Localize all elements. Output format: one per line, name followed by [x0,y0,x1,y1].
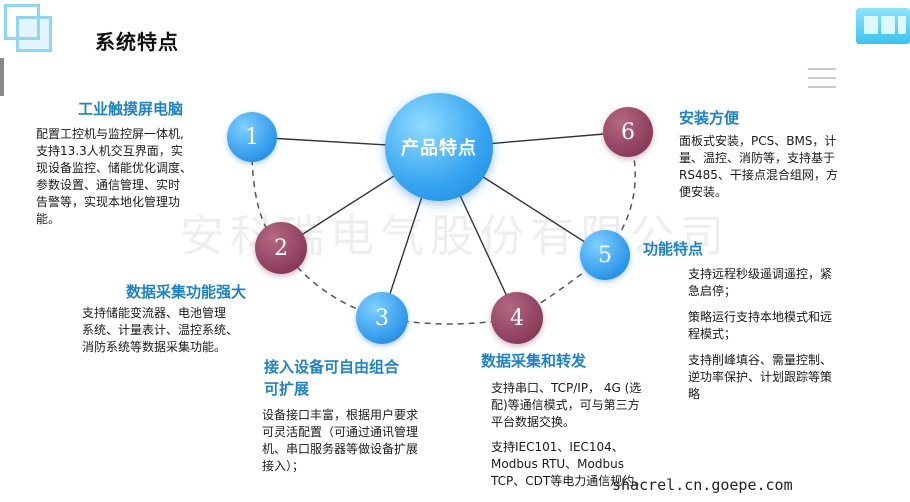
feature-6-title: 安装方便 [679,109,740,127]
feature-3-desc: 设备接口丰富，根据用户要求可灵活配置（可通过通讯管理 机、串口服务器等做设备扩展… [262,408,419,473]
feature-6-desc: 面板式安装，PCS、BMS，计量、温控、消防等，支持基于 RS485、干接点混合… [679,134,838,199]
side-marker [0,58,4,96]
feature-4-desc: 支持串口、TCP/IP， 4G (选配)等通信模式，可与第三方平台数据交换。 支… [491,381,647,488]
node-4: 4 [491,292,543,344]
feature-1-desc: 配置工控机与监控屏一体机,支持13.3人机交互界面，实现设备监控、储能优化调度、… [36,127,193,226]
node-6: 6 [603,107,653,157]
menu-icon-line-2 [808,77,836,79]
grid-view-icon[interactable] [856,8,910,44]
logo-square-front [16,16,52,52]
slide-title: 系统特点 [95,30,179,54]
feature-5-title: 功能特点 [643,240,704,258]
menu-icon-line-3 [808,86,836,88]
feature-5-desc: 支持远程秒级遥调遥控，紧急启停； 策略运行支持本地模式和远程模式； 支持削峰填谷… [688,267,833,401]
node-3: 3 [356,292,408,344]
node-1: 1 [227,112,277,162]
menu-icon-line-1 [808,68,836,70]
feature-2-title: 数据采集功能强大 [126,283,247,301]
center-circle: 产品特点 [385,93,493,201]
node-2: 2 [255,222,307,274]
feature-3-title: 接入设备可自由组合可扩展 [264,358,400,398]
feature-1-title: 工业触摸屏电脑 [78,100,184,118]
logo-square-back [4,4,40,40]
feature-4-title: 数据采集和转发 [481,352,587,370]
source-url: shacrel.cn.goepe.com [612,476,793,494]
node-5: 5 [580,230,630,280]
feature-2-desc: 支持储能变流器、电池管理系统、计量表计、温控系统、消防系统等数据采集功能。 [82,306,239,354]
